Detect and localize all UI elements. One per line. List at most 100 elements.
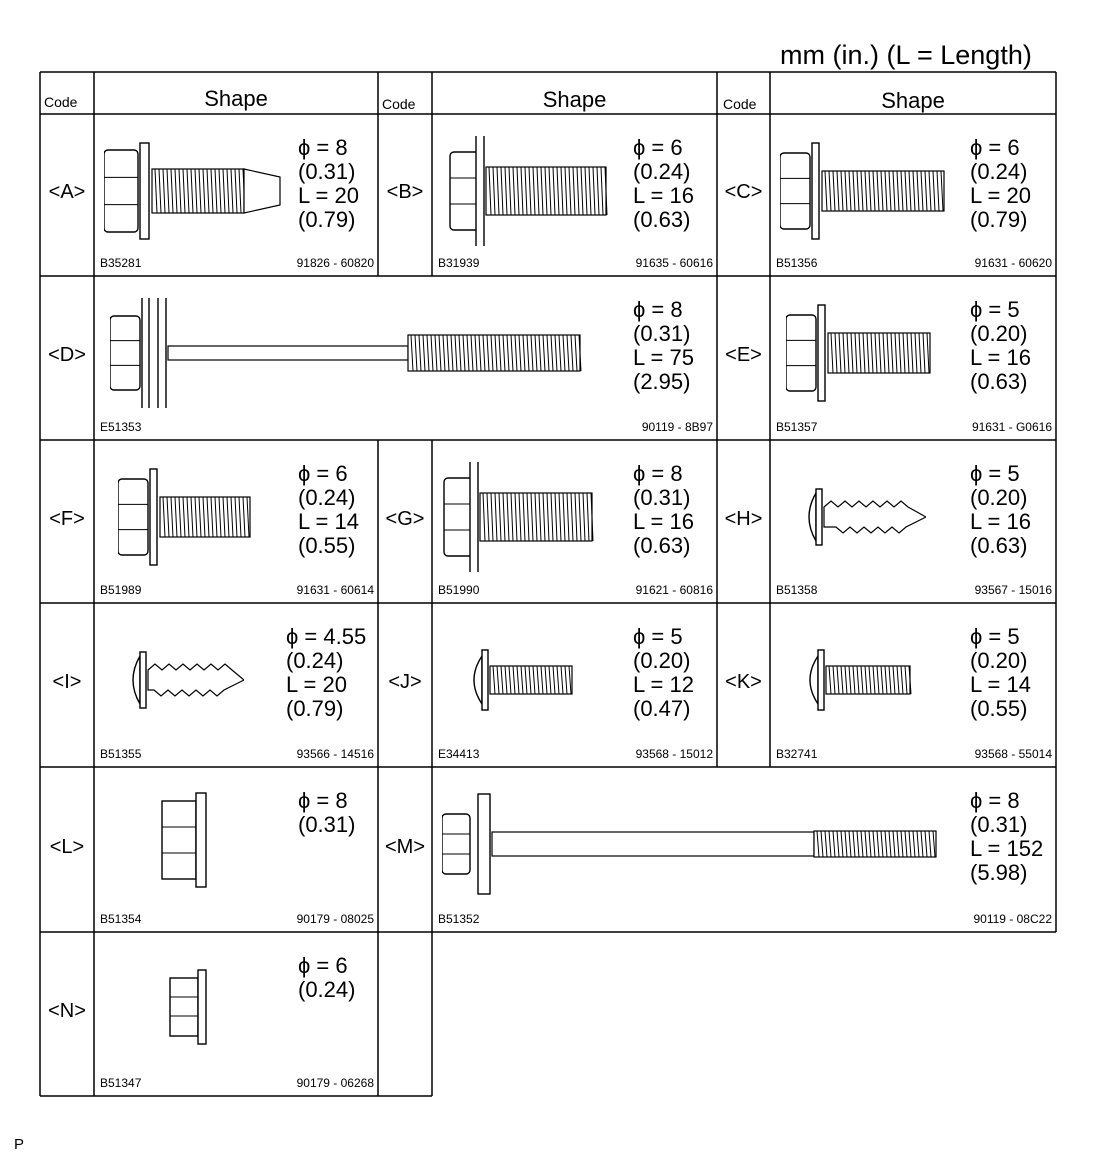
part-number-n: 90179 - 06268 [296, 1076, 374, 1090]
illustration-ref-l: B51354 [100, 912, 142, 926]
spec-dia: ϕ = 6 [298, 461, 348, 486]
spec-len: L = 75 [633, 345, 694, 370]
spec-dia: ϕ = 5 [970, 624, 1020, 649]
spec-dia: ϕ = 5 [970, 461, 1020, 486]
illustration-ref-k: B32741 [776, 747, 818, 761]
spec-len-in: (5.98) [970, 860, 1028, 885]
spec-len: L = 16 [633, 183, 694, 208]
code-d: <D> [48, 344, 86, 366]
code-h: <H> [724, 507, 763, 530]
spec-dia-in: (0.31) [298, 812, 356, 837]
spec-len: L = 16 [633, 509, 694, 534]
spec-f: ϕ = 6(0.24)L = 14(0.55) [298, 462, 359, 558]
code-l: <L> [49, 835, 85, 858]
spec-n: ϕ = 6(0.24) [298, 954, 355, 1002]
spec-len: L = 20 [286, 672, 347, 697]
washer-bolt-icon [779, 136, 950, 251]
spec-len-in: (0.79) [286, 696, 344, 721]
spec-h: ϕ = 5(0.20)L = 16(0.63) [970, 462, 1031, 558]
spec-dia-in: (0.31) [633, 485, 691, 510]
spec-dia-in: (0.20) [970, 648, 1028, 673]
spec-dia-in: (0.31) [970, 812, 1028, 837]
spec-j: ϕ = 5(0.20)L = 12(0.47) [633, 625, 694, 721]
spec-b: ϕ = 6(0.24)L = 16(0.63) [633, 136, 694, 232]
spec-len-in: (2.95) [633, 369, 691, 394]
illustration-ref-f: B51989 [100, 583, 142, 597]
header-code-2: Code [382, 96, 416, 112]
spec-len: L = 16 [970, 345, 1031, 370]
spec-a: ϕ = 8(0.31)L = 20(0.79) [298, 136, 359, 232]
spec-len-in: (0.79) [298, 207, 356, 232]
spec-dia: ϕ = 5 [970, 297, 1020, 322]
illustration-ref-b: B31939 [438, 256, 480, 270]
spec-i: ϕ = 4.55(0.24)L = 20(0.79) [286, 625, 366, 721]
spec-e: ϕ = 5(0.20)L = 16(0.63) [970, 298, 1031, 394]
spec-len: L = 14 [298, 509, 359, 534]
code-g: <G> [385, 507, 425, 530]
part-number-k: 93568 - 55014 [974, 747, 1052, 761]
spec-dia: ϕ = 8 [633, 461, 683, 486]
spec-l: ϕ = 8(0.31) [298, 789, 355, 837]
spec-len: L = 12 [633, 672, 694, 697]
spec-dia: ϕ = 6 [633, 135, 683, 160]
pan-screw-icon [802, 625, 914, 740]
spec-dia-in: (0.24) [298, 485, 356, 510]
illustration-ref-j: E34413 [438, 747, 480, 761]
tapping-screw-icon [126, 625, 246, 740]
header-code-1: Code [44, 94, 78, 110]
spec-dia: ϕ = 4.55 [286, 624, 367, 649]
spec-dia-in: (0.20) [970, 485, 1028, 510]
flange-bolt-tapered-icon [103, 136, 294, 251]
spec-dia-in: (0.20) [633, 648, 691, 673]
spec-dia-in: (0.24) [298, 977, 356, 1002]
illustration-ref-g: B51990 [438, 583, 480, 597]
header-shape-3: Shape [881, 88, 945, 113]
code-a: <A> [48, 181, 86, 203]
code-k: <K> [725, 671, 762, 693]
spec-len-in: (0.63) [970, 369, 1028, 394]
pan-screw-icon [466, 625, 576, 740]
illustration-ref-a: B35281 [100, 256, 142, 270]
part-number-g: 91621 - 60816 [635, 583, 713, 597]
extra-long-bolt-icon [441, 789, 942, 904]
long-stud-bolt-icon [109, 286, 600, 420]
spec-dia-in: (0.24) [286, 648, 344, 673]
spec-dia: ϕ = 8 [298, 788, 348, 813]
illustration-ref-e: B51357 [776, 420, 818, 434]
flange-nut-icon [158, 789, 212, 904]
spec-dia-in: (0.24) [970, 159, 1028, 184]
illustration-ref-i: B51355 [100, 747, 142, 761]
code-f: <F> [49, 507, 85, 530]
spec-len: L = 16 [970, 509, 1031, 534]
spec-c: ϕ = 6(0.24)L = 20(0.79) [970, 136, 1031, 232]
code-n: <N> [48, 1000, 86, 1022]
illustration-ref-c: B51356 [776, 256, 818, 270]
spec-len: L = 14 [970, 672, 1031, 697]
spec-len: L = 152 [970, 836, 1044, 861]
part-number-f: 91631 - 60614 [296, 583, 374, 597]
part-number-d: 90119 - 8B97 [641, 420, 713, 434]
spec-len-in: (0.55) [298, 533, 356, 558]
tapping-screw-icon [802, 462, 928, 577]
code-e: <E> [725, 344, 762, 366]
code-c: <C> [724, 181, 763, 203]
flange-bolt-icon [446, 132, 616, 251]
spec-dia: ϕ = 8 [970, 788, 1020, 813]
spec-len-in: (0.55) [970, 696, 1028, 721]
code-b: <B> [386, 181, 424, 203]
footer-mark: P [14, 1136, 25, 1153]
spec-dia-in: (0.24) [633, 159, 691, 184]
part-number-a: 91826 - 60820 [296, 256, 374, 270]
part-number-m: 90119 - 08C22 [973, 912, 1052, 926]
spec-len-in: (0.47) [633, 696, 691, 721]
flange-bolt-icon [440, 458, 602, 577]
spec-dia: ϕ = 8 [633, 297, 683, 322]
part-number-h: 93567 - 15016 [974, 583, 1052, 597]
spec-len-in: (0.63) [970, 533, 1028, 558]
spec-len: L = 20 [970, 183, 1031, 208]
code-j: <J> [388, 671, 422, 693]
spec-dia: ϕ = 8 [298, 135, 348, 160]
code-i: <I> [52, 671, 82, 693]
header-shape-1: Shape [204, 86, 268, 111]
